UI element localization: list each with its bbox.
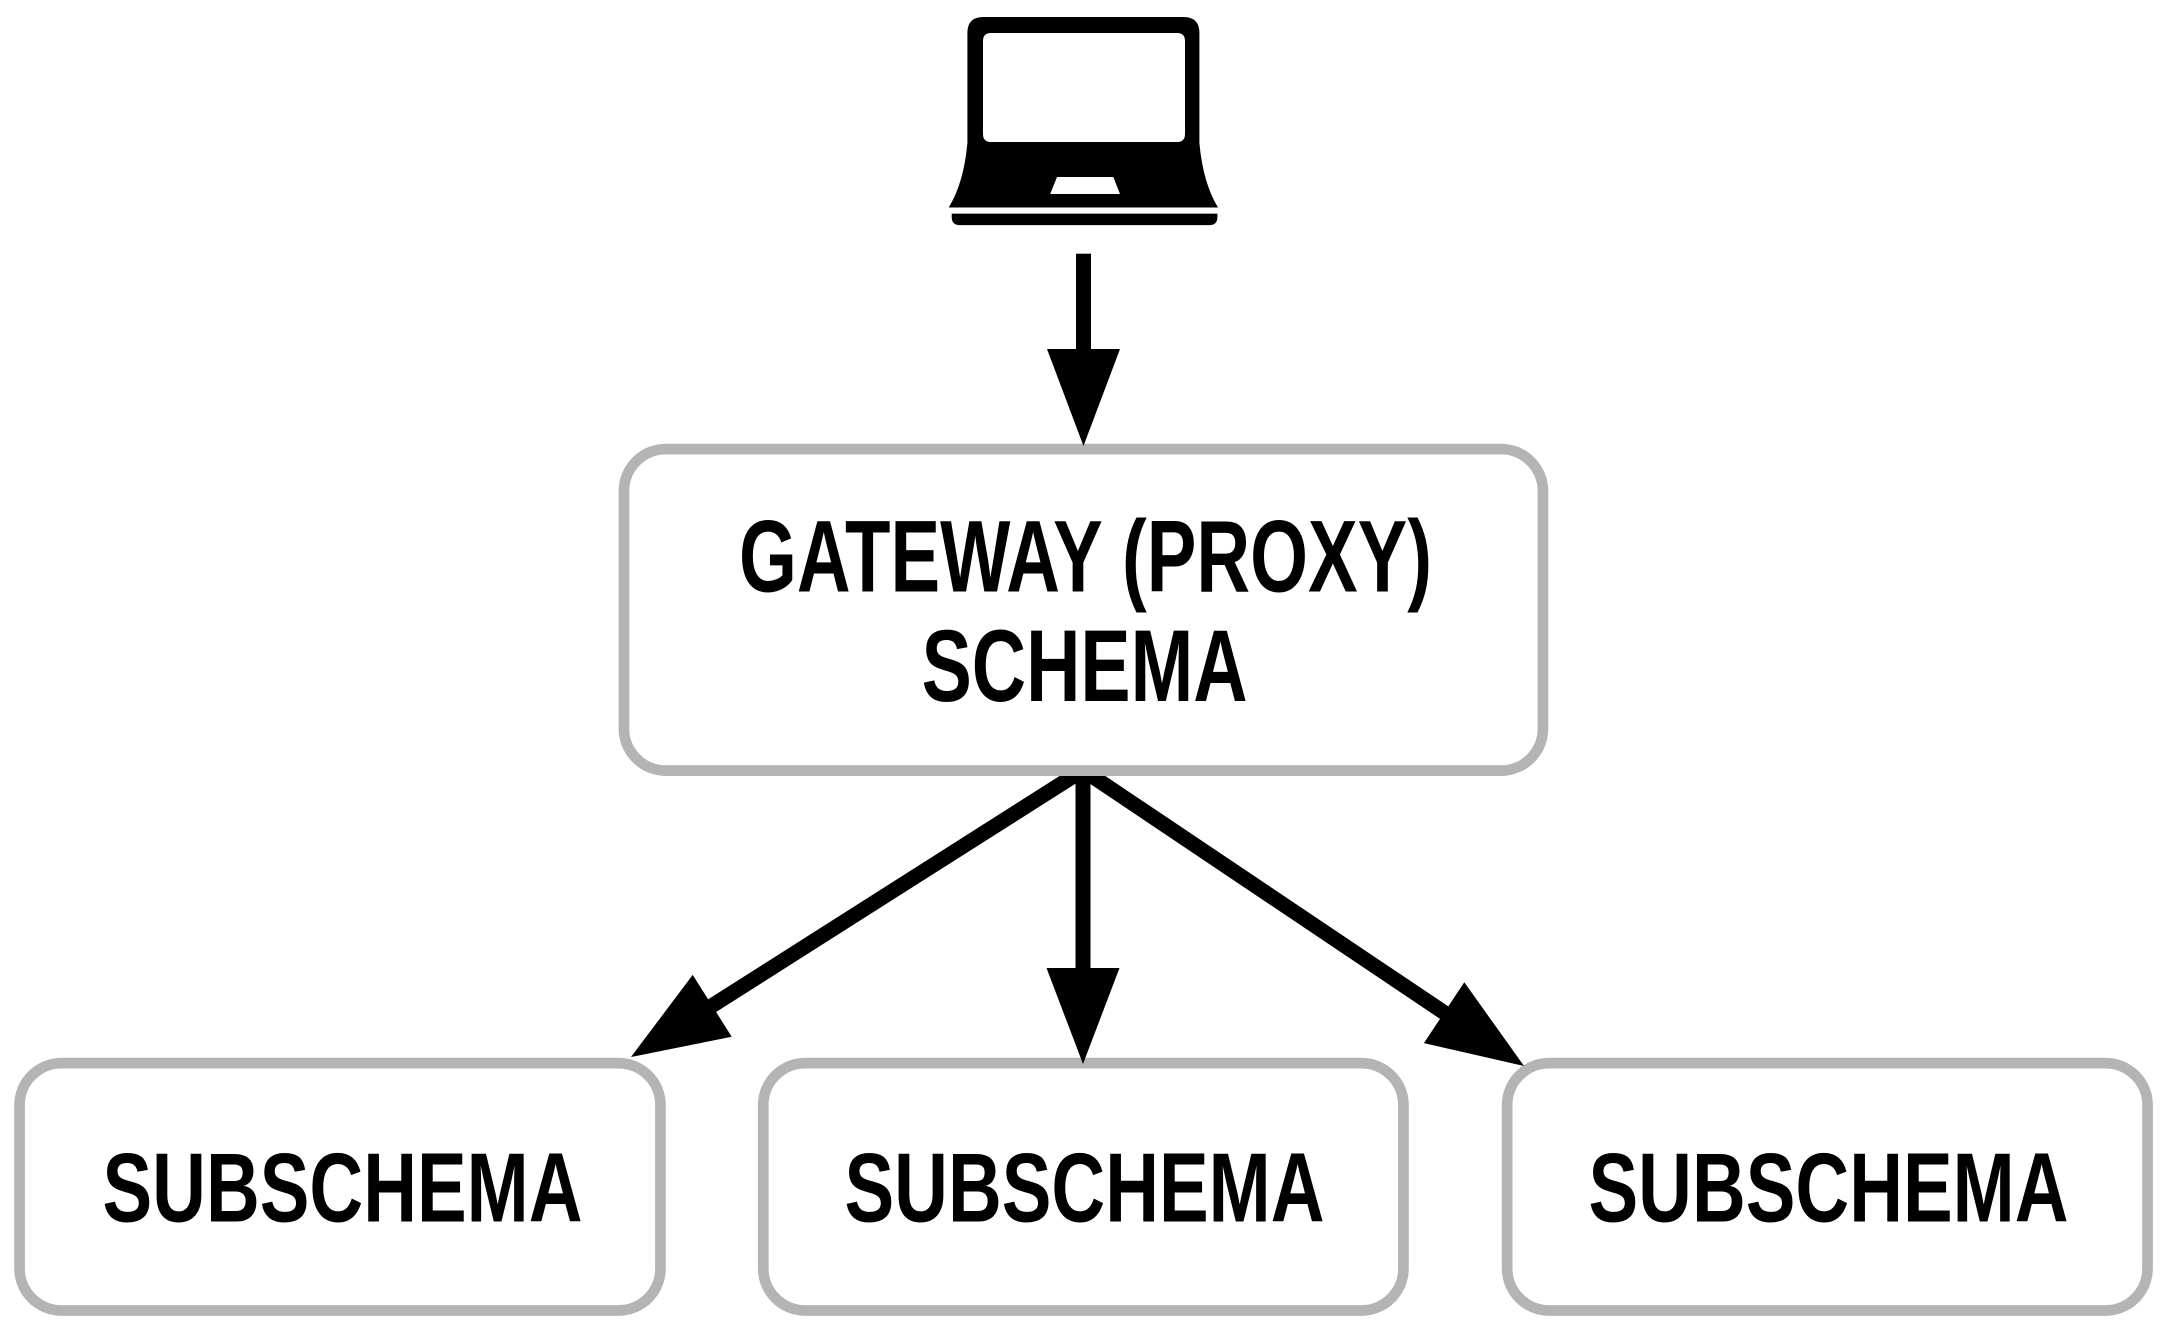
svg-text:SUBSCHEMA: SUBSCHEMA <box>1589 1133 2069 1243</box>
svg-text:SUBSCHEMA: SUBSCHEMA <box>103 1133 583 1243</box>
svg-text:SUBSCHEMA: SUBSCHEMA <box>845 1133 1325 1243</box>
svg-text:SCHEMA: SCHEMA <box>922 609 1248 723</box>
svg-text:GATEWAY (PROXY): GATEWAY (PROXY) <box>739 499 1432 613</box>
